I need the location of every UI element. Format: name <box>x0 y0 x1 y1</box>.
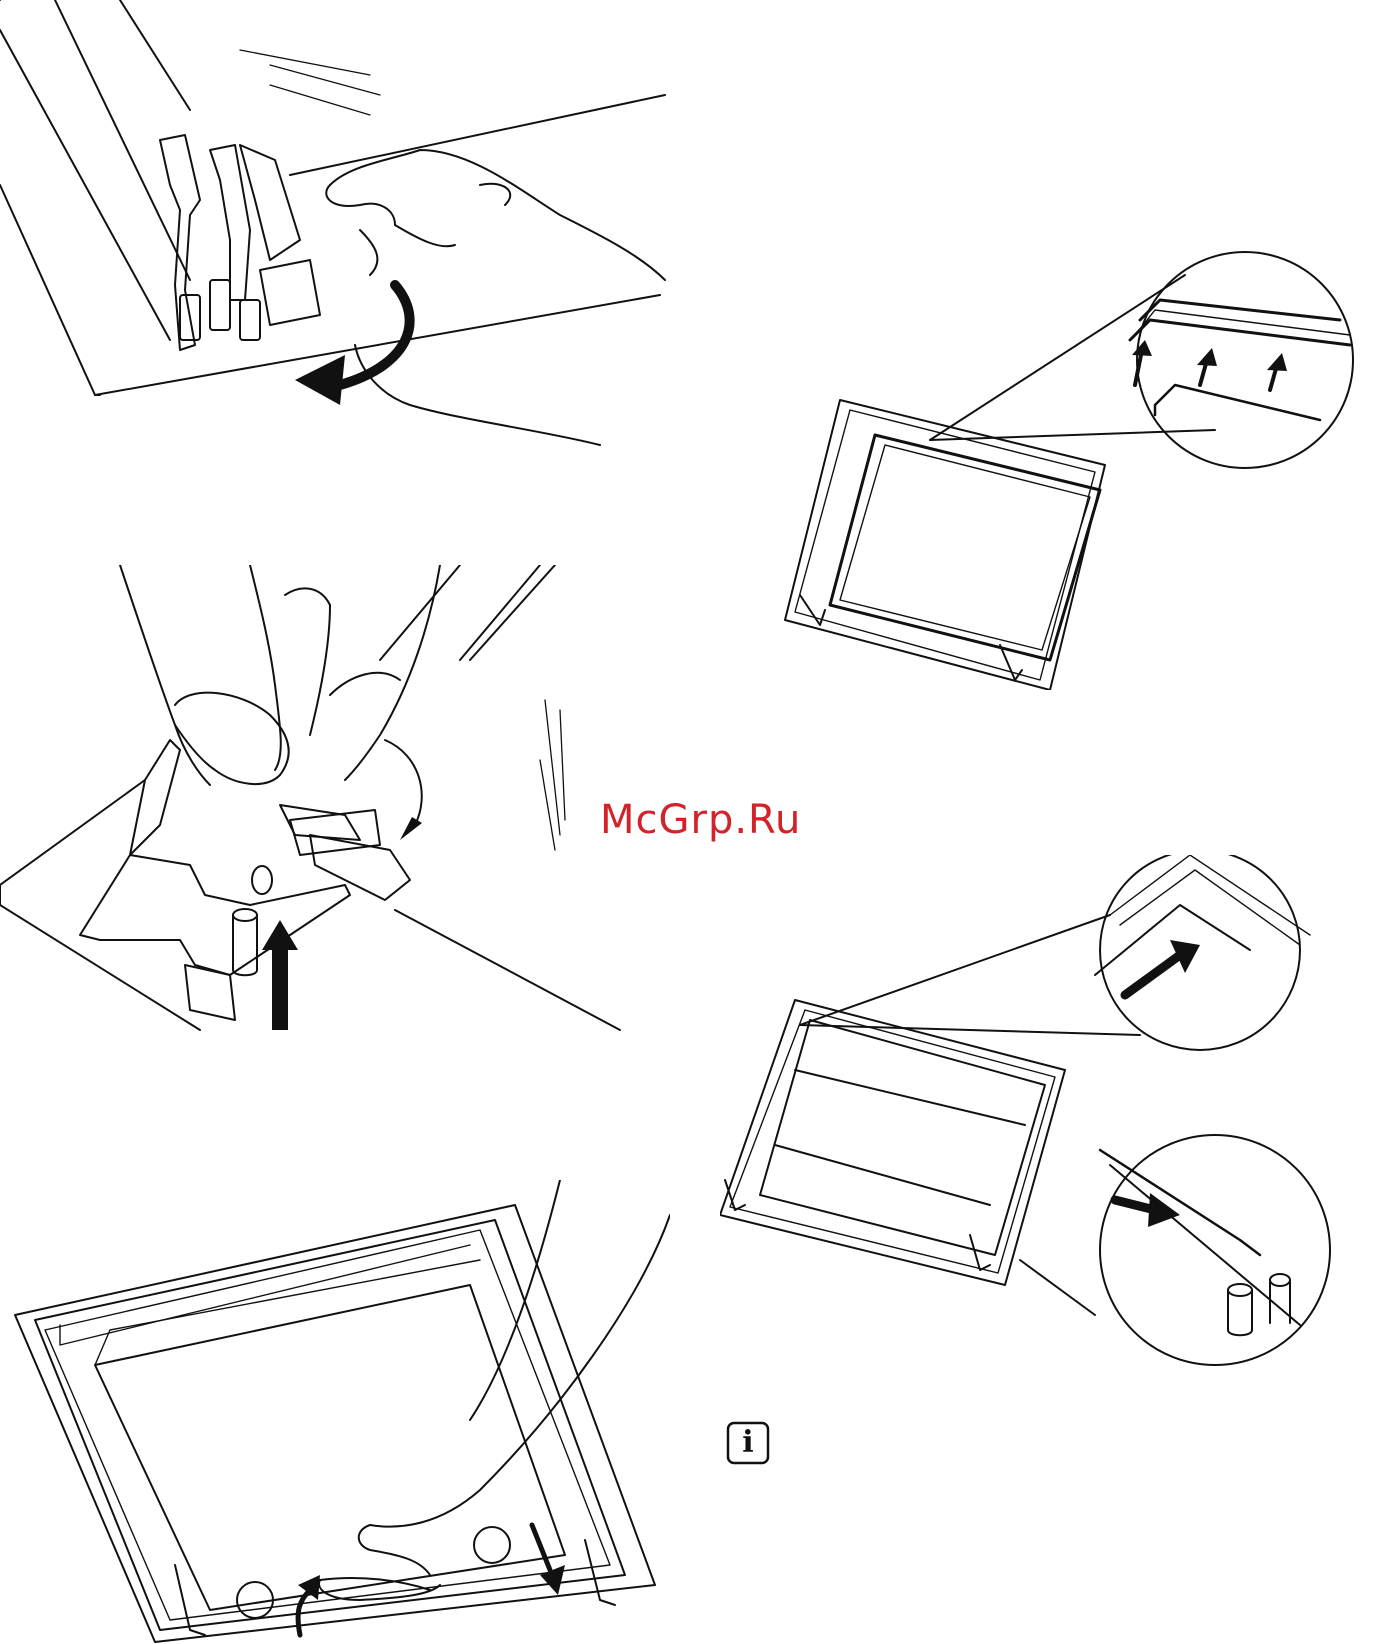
figure-hinge-lever-lock <box>0 565 640 1045</box>
watermark-text: McGrp.Ru <box>600 797 801 843</box>
figure-door-frame-insert <box>720 855 1360 1395</box>
info-icon: i <box>726 1421 770 1465</box>
figure-glass-panel-remove <box>0 1180 670 1644</box>
figure-hinge-lever-release <box>0 0 670 460</box>
info-icon-glyph: i <box>726 1421 770 1465</box>
figure-door-frame-clips-top <box>760 250 1355 690</box>
